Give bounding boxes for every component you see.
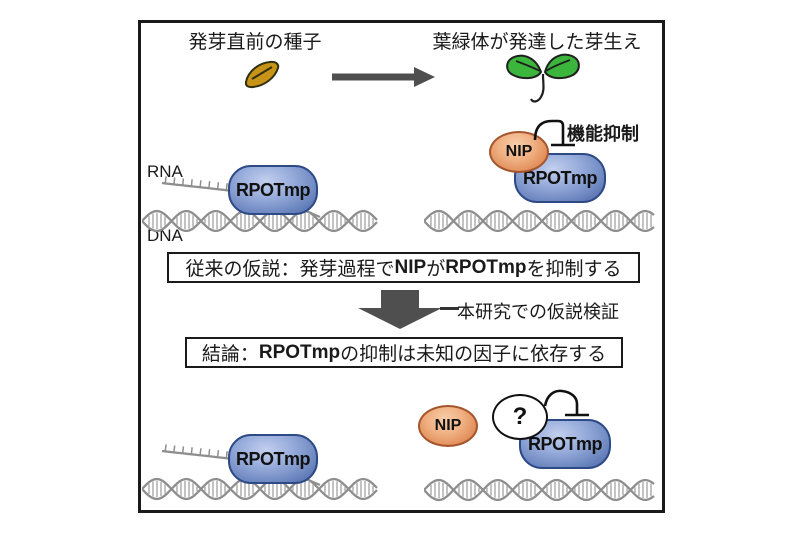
hypothesis-nip-emphasis: NIP — [394, 256, 427, 278]
hypothesis-text-prefix: 従来の仮説：発芽過程で — [185, 259, 395, 280]
conclusion-text-suffix: の抑制は未知の因子に依存する — [340, 344, 607, 365]
inhibition-arrow-icon — [533, 119, 575, 147]
rpotmp-protein-inhibited: RPOTmp — [519, 419, 611, 469]
inhibition-arrow-icon — [543, 389, 589, 417]
dna-helix-icon — [424, 478, 655, 502]
hypothesis-rpotmp-emphasis: RPOTmp — [445, 256, 527, 278]
seedling-stage-label: 葉緑体が発達した芽生え — [432, 32, 642, 53]
conclusion-rpotmp-emphasis: RPOTmp — [258, 341, 341, 363]
rpotmp-label: RPOTmp — [527, 433, 603, 454]
rpotmp-protein-seed: RPOTmp — [228, 165, 318, 215]
inhibition-label: 機能抑制 — [567, 124, 639, 144]
dna-helix-icon — [424, 209, 655, 233]
question-mark-label: ? — [512, 403, 528, 430]
nip-label: NIP — [434, 417, 462, 434]
down-arrow-icon — [358, 290, 442, 329]
germination-arrow-icon — [332, 67, 435, 87]
hypothesis-text-suffix: を抑制する — [526, 259, 622, 280]
rna-label: RNA — [147, 162, 183, 181]
conclusion-text-prefix: 結論： — [201, 344, 259, 365]
dna-helix-icon — [142, 477, 378, 501]
seedling-icon — [506, 53, 580, 103]
label-connector-line — [440, 307, 459, 310]
verification-label: 本研究での仮説検証 — [457, 302, 619, 322]
rpotmp-label: RPOTmp — [235, 448, 311, 469]
rpotmp-protein-active: RPOTmp — [228, 434, 318, 484]
rpotmp-label: RPOTmp — [235, 179, 311, 200]
rpotmp-label: RPOTmp — [522, 167, 598, 188]
seed-icon — [244, 60, 280, 89]
unknown-factor-oval: ? — [492, 394, 548, 440]
hypothesis-text-conj: が — [426, 259, 446, 280]
seed-stage-label: 発芽直前の種子 — [188, 32, 322, 53]
nip-protein-seedling: NIP — [489, 131, 549, 173]
dna-helix-icon — [142, 209, 378, 233]
nip-protein-free: NIP — [418, 405, 478, 447]
nip-label: NIP — [505, 143, 533, 160]
